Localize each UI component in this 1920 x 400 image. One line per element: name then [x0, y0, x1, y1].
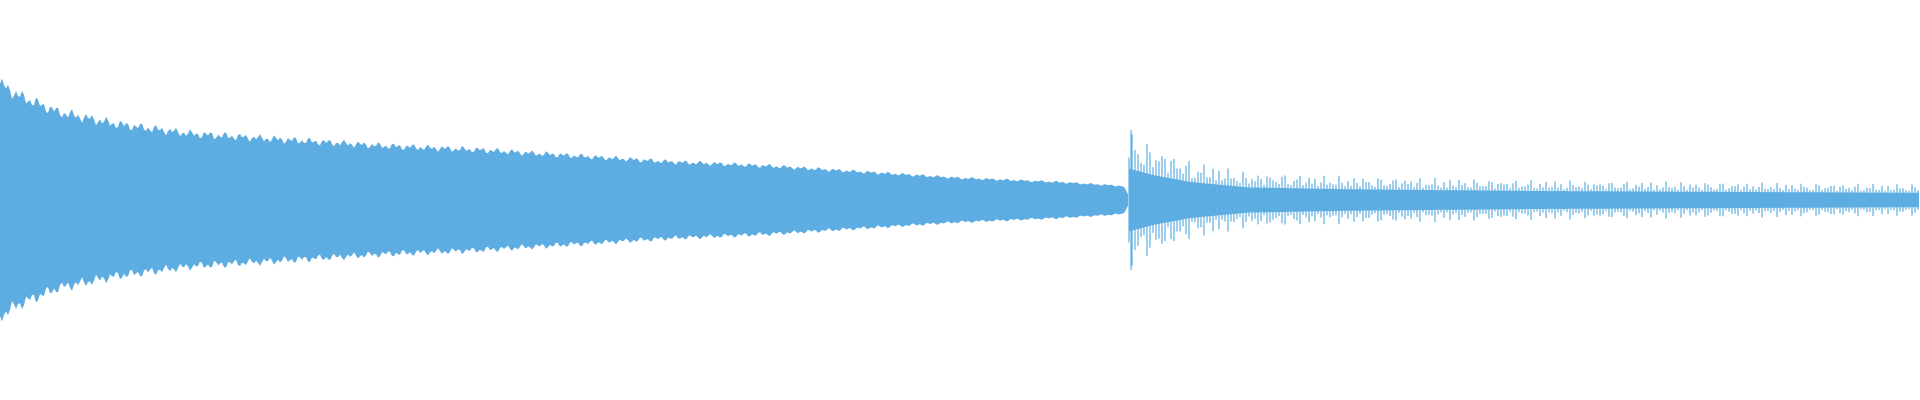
waveform-decaying-tone: [0, 78, 1128, 322]
waveform-layer: [0, 78, 1919, 322]
waveform-pulsed-tail-spikes: [1128, 130, 1919, 270]
waveform-pulsed-tail-core: [1129, 168, 1919, 232]
